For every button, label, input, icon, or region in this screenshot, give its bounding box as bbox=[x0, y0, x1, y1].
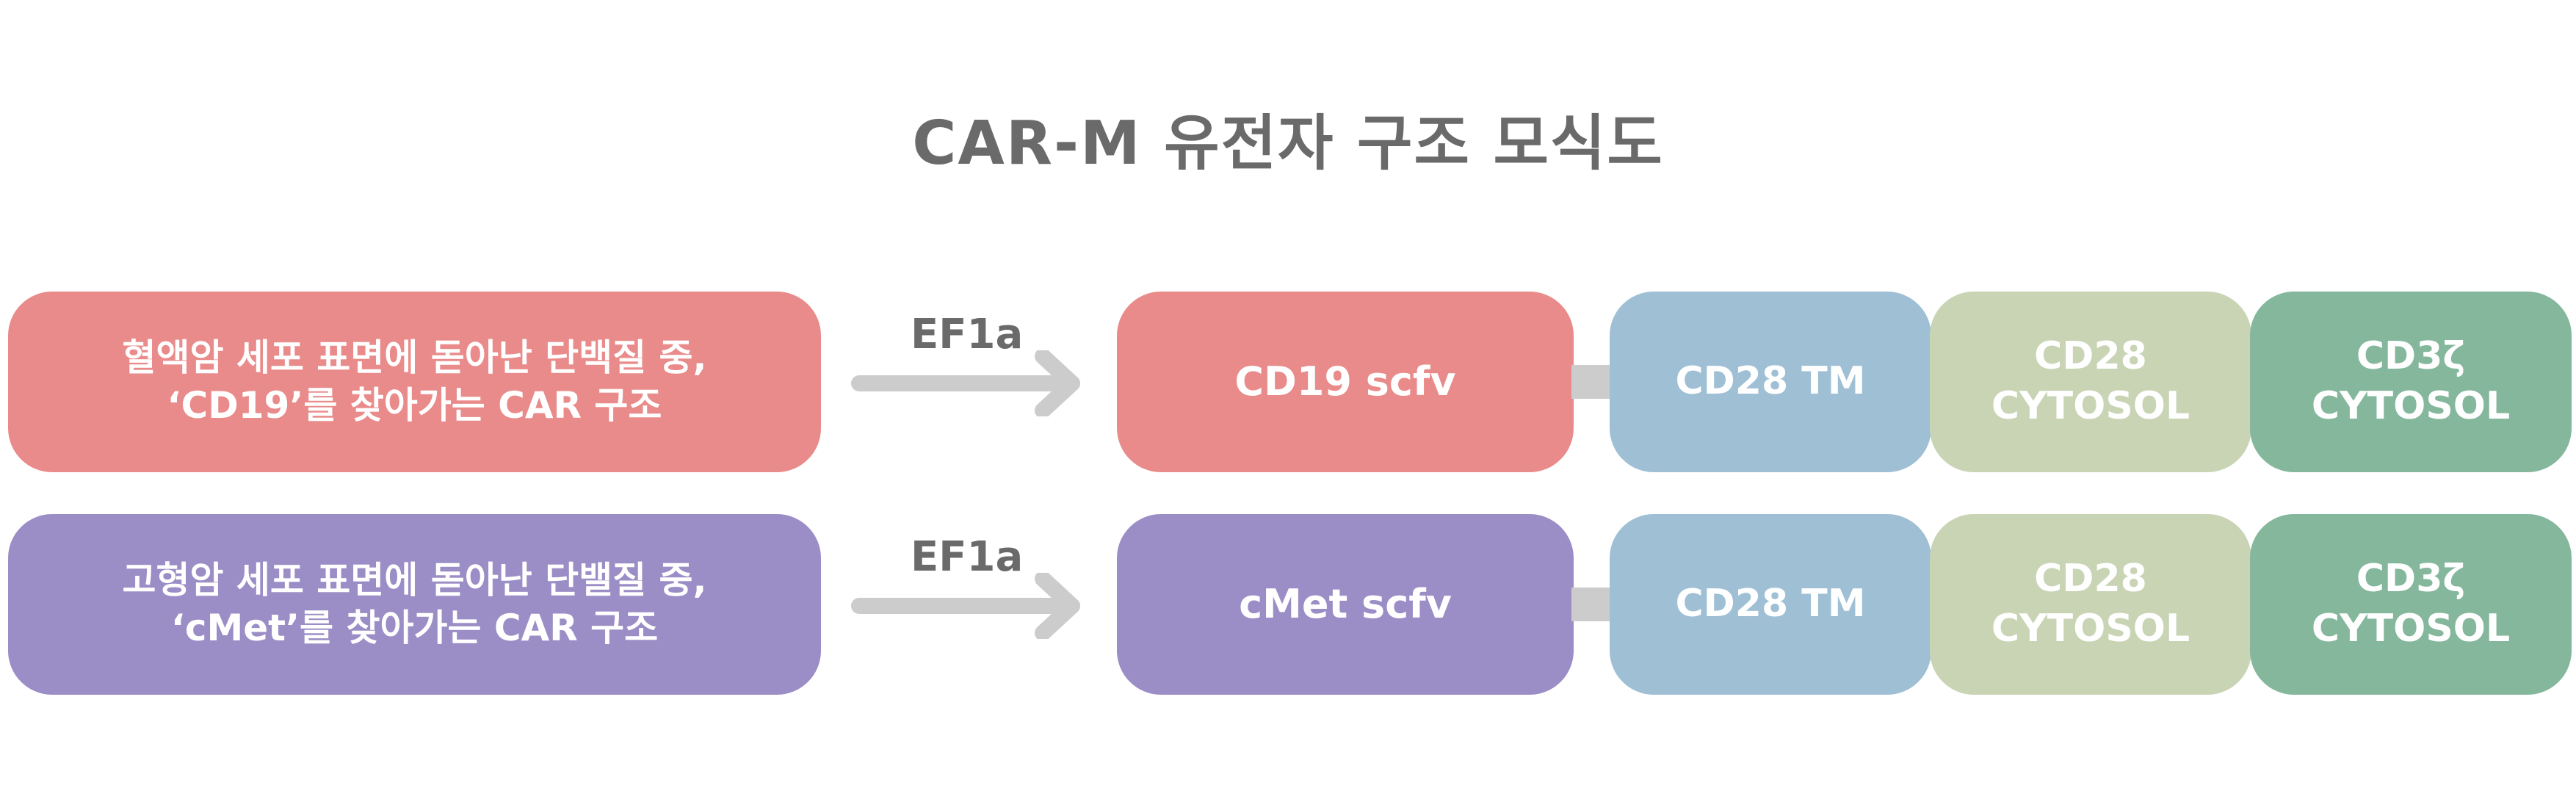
description-line: ‘CD19’를 찾아가는 CAR 구조 bbox=[167, 384, 662, 427]
promoter-label: EF1a bbox=[911, 533, 1024, 581]
promoter-label: EF1a bbox=[911, 311, 1024, 358]
scfv-domain: cMet scfv bbox=[1117, 514, 1574, 695]
description-line: ‘cMet’를 찾아가는 CAR 구조 bbox=[170, 607, 659, 649]
domain-connector bbox=[1571, 588, 1613, 621]
car-construct-row-cd19: 혈액암 세포 표면에 돋아난 단백질 중, ‘CD19’를 찾아가는 CAR 구조… bbox=[0, 292, 2576, 472]
arrow-right-icon bbox=[851, 573, 1080, 639]
scfv-domain: CD19 scfv bbox=[1117, 292, 1574, 472]
domain-label: CD28 bbox=[2034, 557, 2147, 601]
diagram-title: CAR-M 유전자 구조 모식도 bbox=[912, 109, 1664, 178]
domain-label: CD28 bbox=[2034, 334, 2147, 379]
construct-description: 고형암 세포 표면에 돋아난 단밸질 중, ‘cMet’를 찾아가는 CAR 구조 bbox=[8, 514, 821, 695]
arrow-right-icon bbox=[851, 350, 1080, 416]
domain-label: CYTOSOL bbox=[1991, 607, 2190, 651]
domain-label: CYTOSOL bbox=[2311, 607, 2511, 651]
car-construct-row-cmet: 고형암 세포 표면에 돋아난 단밸질 중, ‘cMet’를 찾아가는 CAR 구조… bbox=[0, 514, 2576, 695]
description-line: 혈액암 세포 표면에 돋아난 단백질 중, bbox=[122, 336, 707, 379]
construct-description: 혈액암 세포 표면에 돋아난 단백질 중, ‘CD19’를 찾아가는 CAR 구조 bbox=[8, 292, 821, 472]
domain-label: CYTOSOL bbox=[1991, 384, 2190, 428]
transmembrane-domain: CD28 TM bbox=[1610, 292, 1931, 472]
description-line: 고형암 세포 표면에 돋아난 단밸질 중, bbox=[122, 559, 707, 601]
domain-label: CYTOSOL bbox=[2311, 384, 2511, 428]
transmembrane-domain: CD28 TM bbox=[1610, 514, 1931, 695]
domain-label: CD3ζ bbox=[2356, 334, 2466, 379]
domain-label: CD3ζ bbox=[2356, 557, 2466, 601]
domain-connector bbox=[1571, 365, 1613, 399]
